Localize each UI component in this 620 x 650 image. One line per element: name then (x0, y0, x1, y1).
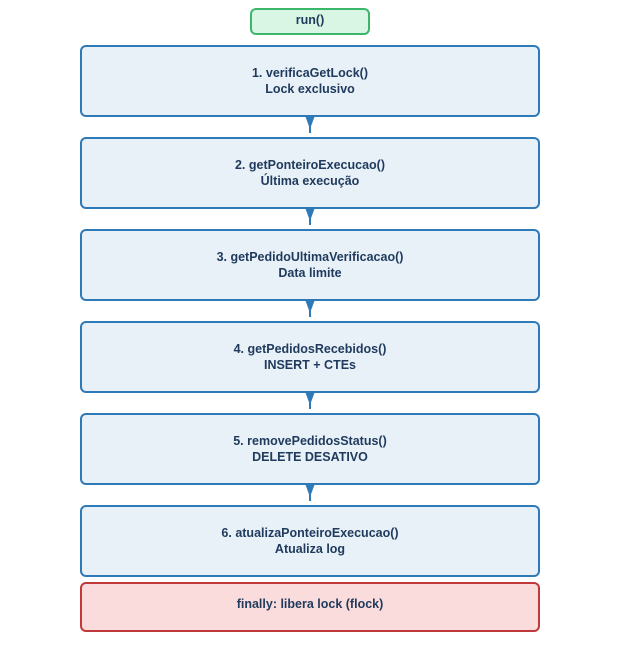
step-node-get-pedidos-recebidos: 4. getPedidosRecebidos() INSERT + CTEs (80, 321, 540, 393)
step-title: 6. atualizaPonteiroExecucao() (221, 526, 399, 540)
step-node-atualiza-ponteiro-execucao: 6. atualizaPonteiroExecucao() Atualiza l… (80, 505, 540, 577)
step-subtitle: DELETE DESATIVO (252, 450, 368, 464)
step-node-remove-pedidos-status: 5. removePedidosStatus() DELETE DESATIVO (80, 413, 540, 485)
final-node-libera-lock: finally: libera lock (flock) (80, 582, 540, 632)
step-subtitle: Última execução (260, 174, 360, 188)
step-title: 2. getPonteiroExecucao() (234, 158, 386, 172)
step-title: 4. getPedidosRecebidos() (233, 342, 387, 356)
start-node-label: run() (295, 12, 325, 27)
step-subtitle: INSERT + CTEs (263, 358, 357, 372)
step-title: 3. getPedidoUltimaVerificacao() (216, 250, 404, 264)
step-subtitle: Data limite (278, 266, 342, 280)
step-node-verifica-get-lock: 1. verificaGetLock() Lock exclusivo (80, 45, 540, 117)
step-node-get-ponteiro-execucao: 2. getPonteiroExecucao() Última execução (80, 137, 540, 209)
step-title: 1. verificaGetLock() (251, 66, 368, 80)
step-node-get-pedido-ultima-verificacao: 3. getPedidoUltimaVerificacao() Data lim… (80, 229, 540, 301)
step-subtitle: Atualiza log (274, 542, 346, 556)
step-subtitle: Lock exclusivo (265, 82, 355, 96)
start-node-run: run() (250, 8, 370, 35)
step-title: 5. removePedidosStatus() (233, 434, 387, 448)
final-node-label: finally: libera lock (flock) (236, 597, 384, 611)
